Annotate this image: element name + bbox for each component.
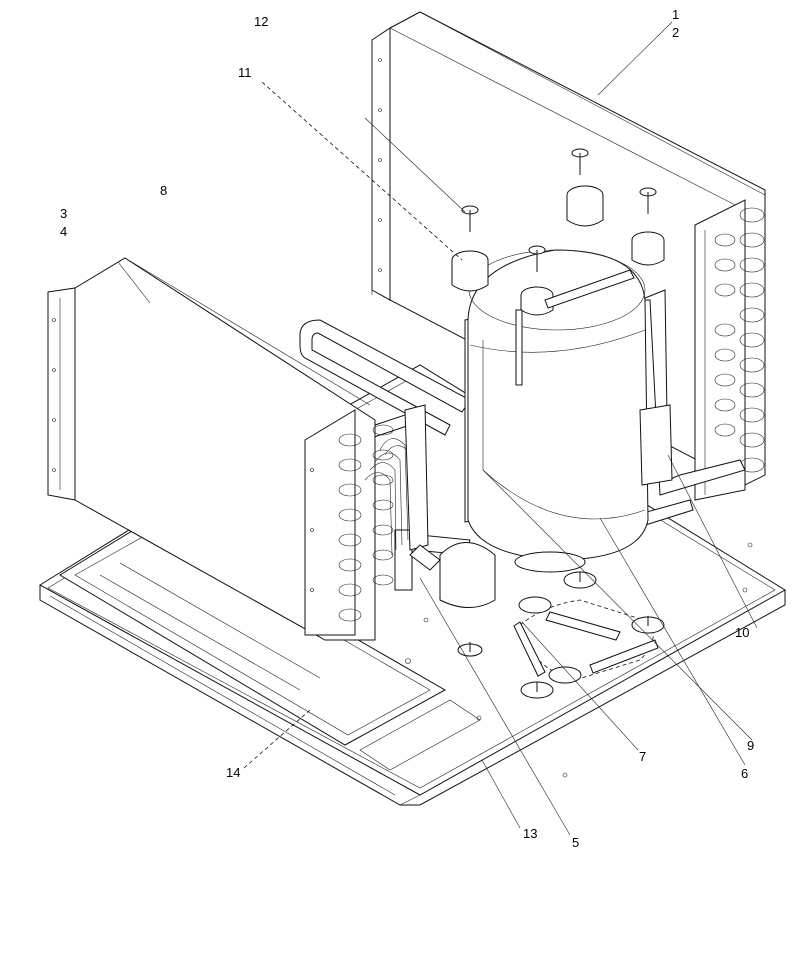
rear-condenser-coil	[371, 11, 766, 501]
callout-7: 7	[639, 749, 646, 764]
compressor-mount-plate	[457, 571, 665, 699]
rear-coil-hairpins	[714, 207, 765, 473]
callout-4: 4	[60, 224, 67, 239]
callout-13: 13	[523, 826, 537, 841]
callout-14: 14	[226, 765, 240, 780]
callout-11: 11	[238, 65, 252, 80]
callout-9: 9	[747, 738, 754, 753]
callout-10: 10	[735, 625, 749, 640]
capillary-distributor	[364, 404, 441, 571]
front-evaporator-coil	[47, 257, 441, 641]
callout-6: 6	[741, 766, 748, 781]
callout-8: 8	[160, 183, 167, 198]
callout-5: 5	[572, 835, 579, 850]
compressor	[467, 231, 673, 573]
callout-2: 2	[672, 25, 679, 40]
callout-3: 3	[60, 206, 67, 221]
mounting-grommets-and-bolts	[451, 148, 657, 292]
accumulator	[394, 529, 496, 608]
callout-12: 12	[254, 14, 268, 29]
callout-labels: 1 2 12 11 8 3 4 10 9 7 6 14 13 5	[60, 7, 754, 850]
front-coil-hairpins	[338, 424, 394, 622]
leader-lines	[117, 21, 758, 836]
callout-1: 1	[672, 7, 679, 22]
